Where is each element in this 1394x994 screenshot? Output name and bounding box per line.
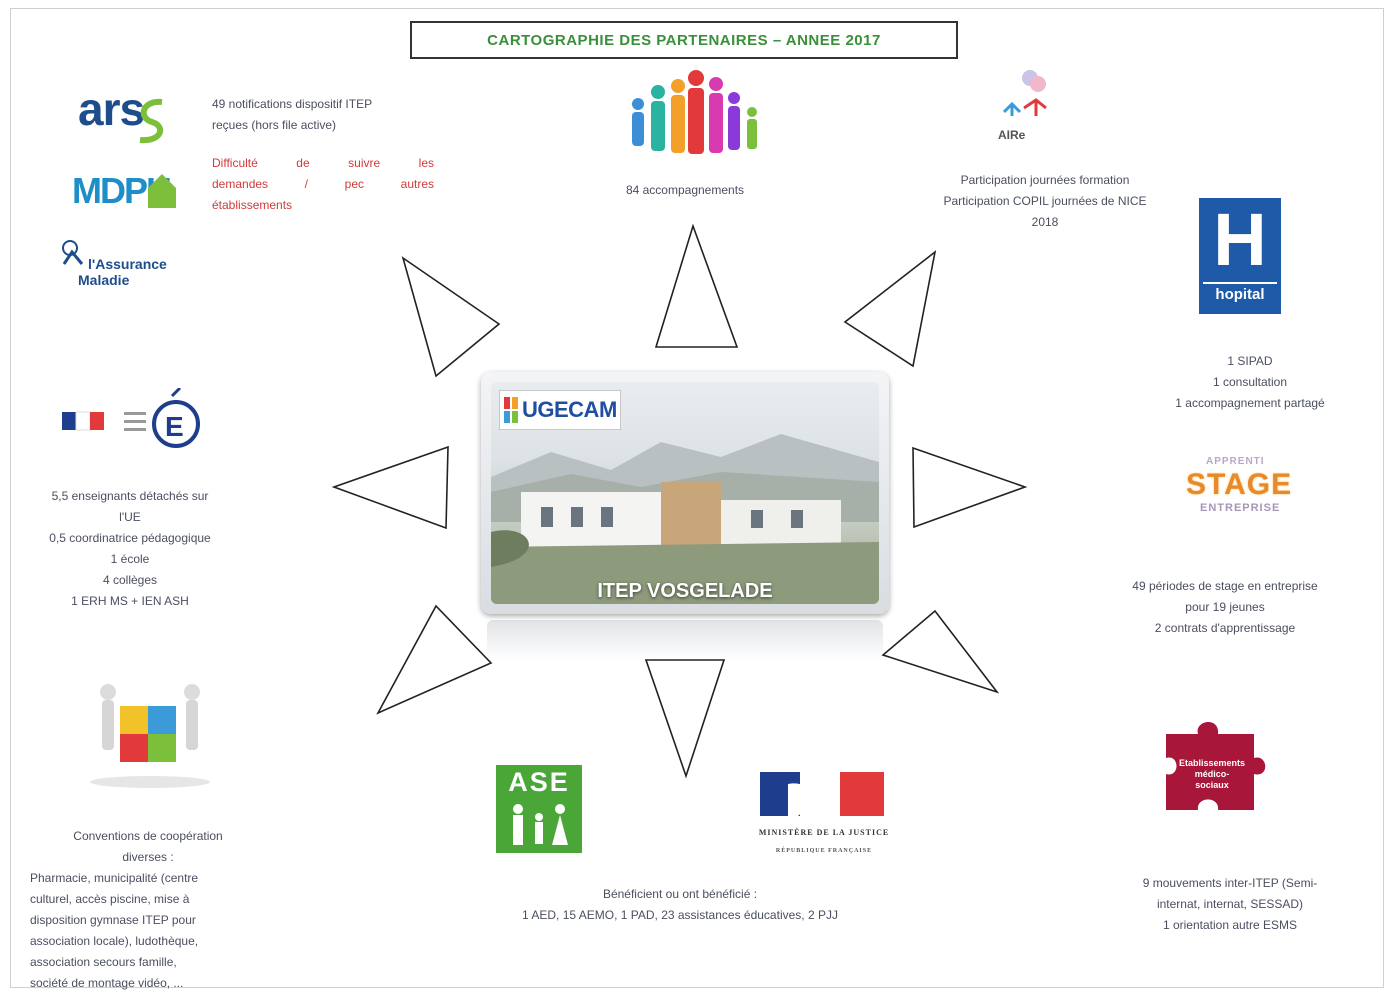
- left-middle-line: l'UE: [119, 510, 141, 524]
- right-lower-text: 9 mouvements inter-ITEP (Semi- internat,…: [1105, 873, 1355, 936]
- arrow-top: [654, 223, 739, 348]
- ars-swoosh-icon: [139, 98, 164, 144]
- stage-cloud-word: STAGE: [1186, 468, 1293, 501]
- left-lower-line: diverses :: [122, 850, 174, 864]
- arrow-top-right: [843, 250, 937, 368]
- mdph-house-icon: [148, 174, 176, 208]
- left-lower-line: Conventions de coopération: [73, 829, 223, 843]
- left-middle-line: 0,5 coordinatrice pédagogique: [49, 531, 211, 545]
- top-right-text: Participation journées formation Partici…: [905, 170, 1185, 233]
- stage-cloud-word: APPRENTI: [1206, 456, 1265, 467]
- top-right-line: Participation journées formation: [960, 173, 1130, 187]
- hospital-divider: [1203, 282, 1277, 284]
- right-upper-line: 1 accompagnement partagé: [1175, 396, 1325, 410]
- puzzle-people-icon: [90, 684, 210, 788]
- title-box: CARTOGRAPHIE DES PARTENAIRES – ANNEE 201…: [410, 21, 958, 59]
- bottom-line: 1 AED, 15 AEMO, 1 PAD, 23 assistances éd…: [522, 908, 838, 922]
- center-label: ITEP VOSGELADE: [597, 580, 773, 602]
- assurance-text-2: Maladie: [78, 272, 130, 288]
- justice-logo-subtitle: RÉPUBLIQUE FRANÇAISE: [775, 848, 873, 854]
- justice-marianne-icon: [760, 772, 884, 816]
- page-title: CARTOGRAPHIE DES PARTENAIRES – ANNEE 201…: [487, 31, 881, 49]
- puzzle-label: Etablissements médico-sociaux: [1178, 758, 1246, 791]
- bottom-line: Bénéficient ou ont bénéficié :: [602, 887, 758, 901]
- top-left-difficulty: Difficulté de suivre les demandes / pec …: [212, 153, 434, 216]
- itep-building-photo: UGECAM ITEP VOSGELADE: [491, 382, 879, 604]
- left-lower-line: association secours famille,: [30, 955, 177, 969]
- ase-logo: ASE: [496, 765, 582, 853]
- hospital-h-icon: H: [1213, 198, 1267, 281]
- right-lower-line: 9 mouvements inter-ITEP (Semi-: [1142, 876, 1318, 890]
- ars-logo: ars: [78, 83, 145, 135]
- right-upper-line: 1 consultation: [1212, 375, 1288, 389]
- left-lower-line: Pharmacie, municipalité (centre: [30, 871, 199, 885]
- difficulty-line: demandes / pec autres: [212, 177, 434, 191]
- arrow-bottom-right: [881, 609, 1000, 694]
- hospital-logo: H hopital: [1199, 198, 1281, 314]
- right-middle-line: 49 périodes de stage en entreprise: [1132, 579, 1318, 593]
- ase-logo-text: ASE: [508, 767, 570, 797]
- puzzle-label-line: médico-sociaux: [1194, 769, 1230, 790]
- stage-cloud-word: ENTREPRISE: [1200, 502, 1281, 514]
- arrow-bottom-left: [376, 604, 493, 715]
- puzzle-label-line: Etablissements: [1178, 758, 1246, 768]
- assurance-maladie-icon: [62, 240, 84, 265]
- ugecam-logo: UGECAM: [499, 390, 621, 430]
- left-middle-line: 4 collèges: [102, 573, 158, 587]
- top-right-line: 2018: [1031, 215, 1059, 229]
- ase-family-icon: [513, 804, 568, 845]
- bottom-text: Bénéficient ou ont bénéficié : 1 AED, 15…: [420, 884, 940, 926]
- arrow-left: [331, 445, 449, 530]
- center-card: UGECAM ITEP VOSGELADE: [481, 372, 889, 614]
- justice-logo-title: MINISTÈRE DE LA JUSTICE: [758, 828, 890, 837]
- right-middle-text: 49 périodes de stage en entreprise pour …: [1100, 576, 1350, 639]
- left-middle-line: 1 école: [110, 552, 150, 566]
- right-upper-line: 1 SIPAD: [1227, 354, 1273, 368]
- svg-text:E: E: [165, 411, 184, 442]
- difficulty-line: établissements: [212, 198, 293, 212]
- ugecam-mark-icon: [504, 397, 518, 423]
- arrow-top-left: [401, 256, 501, 378]
- left-middle-line: 1 ERH MS + IEN ASH: [71, 594, 189, 608]
- left-lower-text: Conventions de coopération diverses : Ph…: [30, 826, 266, 994]
- right-lower-line: internat, internat, SESSAD): [1156, 897, 1304, 911]
- right-middle-line: 2 contrats d'apprentissage: [1154, 621, 1296, 635]
- left-middle-line: 5,5 enseignants détachés sur: [51, 489, 209, 503]
- top-right-line: Participation COPIL journées de NICE: [943, 194, 1147, 208]
- left-lower-line: culturel, accès piscine, mise à: [30, 892, 190, 906]
- left-middle-text: 5,5 enseignants détachés sur l'UE 0,5 co…: [20, 486, 240, 612]
- arrow-bottom: [644, 659, 726, 779]
- puzzle-piece-icon: [1166, 721, 1266, 810]
- center-reflection: [487, 620, 883, 660]
- top-left-note-line: reçues (hors file active): [212, 118, 337, 132]
- left-lower-line: association locale), ludothèque,: [30, 934, 199, 948]
- right-lower-line: 1 orientation autre ESMS: [1162, 918, 1298, 932]
- top-left-note: 49 notifications dispositif ITEP reçues …: [212, 94, 434, 136]
- difficulty-line: Difficulté de suivre les: [212, 156, 434, 170]
- left-lower-line: société de montage vidéo, ...: [30, 976, 184, 990]
- top-left-note-line: 49 notifications dispositif ITEP: [212, 97, 373, 111]
- arrow-right: [912, 446, 1028, 529]
- building-illustration: [491, 434, 879, 604]
- right-upper-text: 1 SIPAD 1 consultation 1 accompagnement …: [1130, 351, 1370, 414]
- ugecam-logo-text: UGECAM: [522, 397, 617, 422]
- top-center-text: 84 accompagnements: [625, 183, 745, 197]
- education-nationale-logo: E: [62, 388, 200, 448]
- left-lower-line: disposition gymnase ITEP pour: [30, 913, 196, 927]
- assurance-maladie-logo: l'Assurance Maladie: [78, 256, 167, 288]
- aire-logo-text: AIRe: [998, 128, 1026, 142]
- aire-logo-icon: [1002, 70, 1047, 116]
- family-icon: [632, 70, 757, 154]
- right-middle-line: pour 19 jeunes: [1185, 600, 1265, 614]
- page-frame: [10, 8, 1384, 988]
- assurance-text-1: l'Assurance: [88, 256, 167, 272]
- hospital-word: hopital: [1215, 286, 1265, 303]
